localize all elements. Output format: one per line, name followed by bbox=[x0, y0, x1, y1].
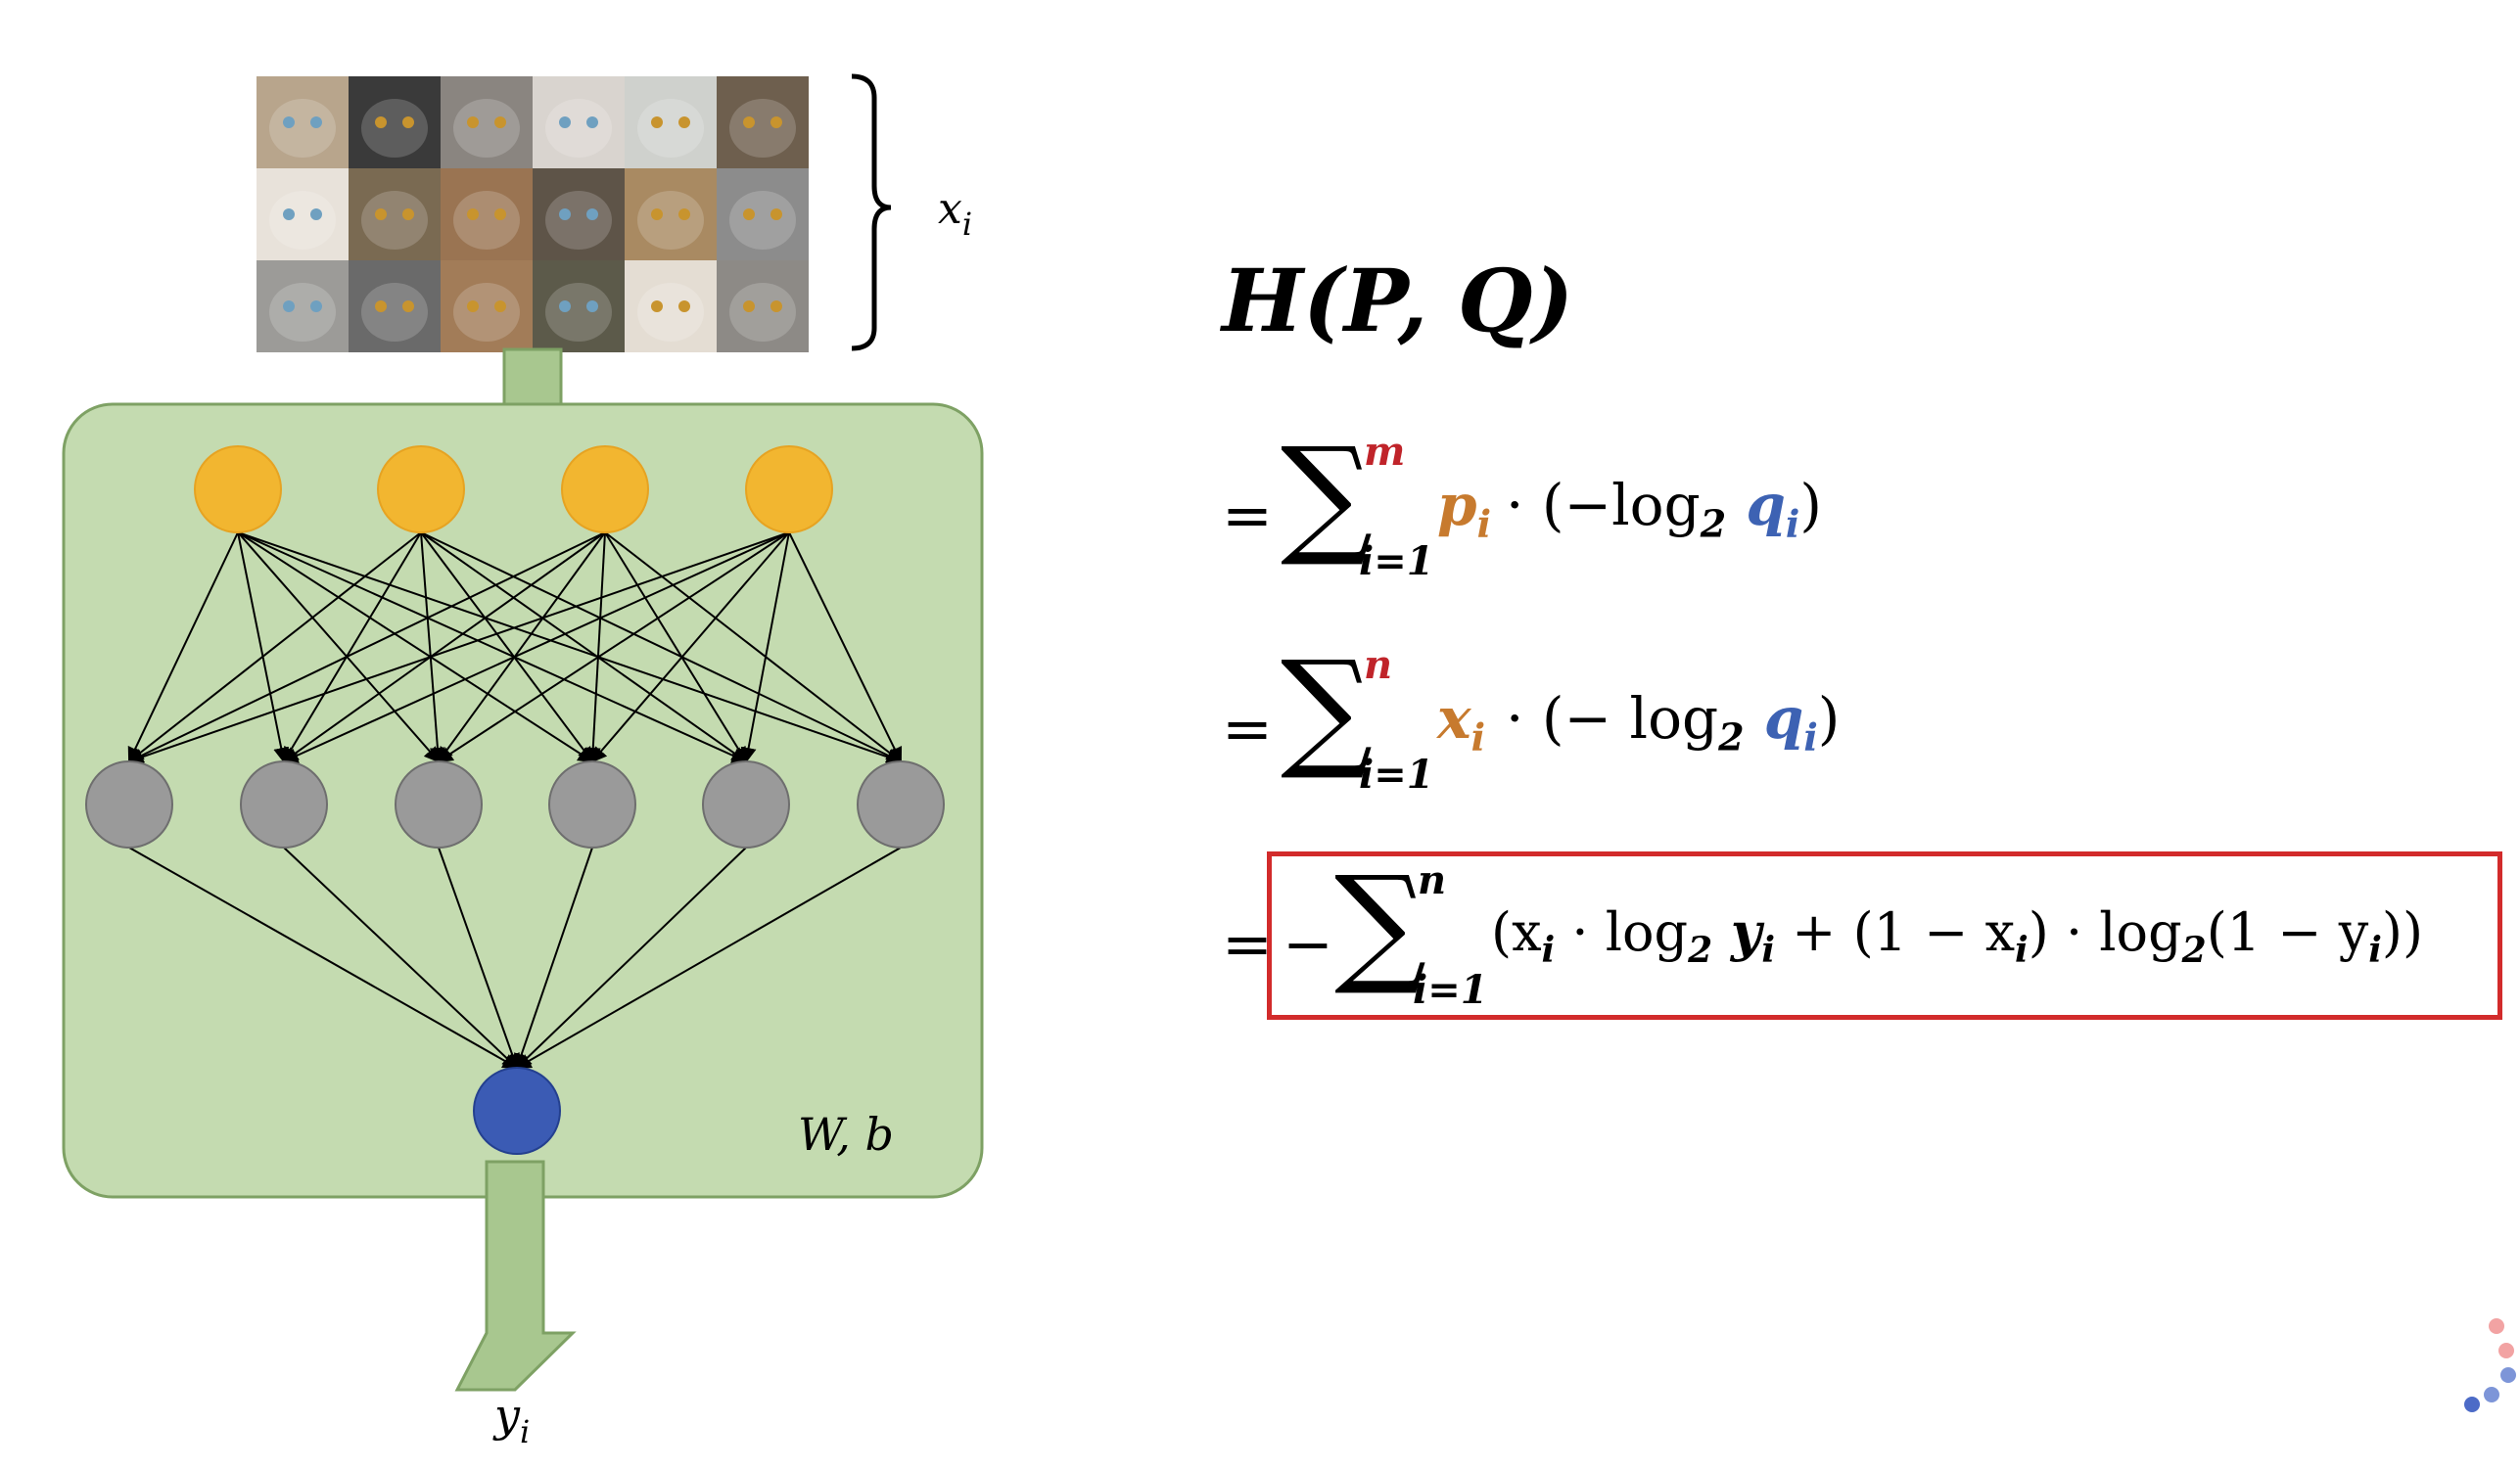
output-layer-node-1 bbox=[473, 1067, 561, 1155]
watermark: bilibili bbox=[20, 20, 275, 100]
cat-image-grid bbox=[257, 76, 809, 352]
cat-photo-tile bbox=[625, 260, 717, 352]
cat-photo-tile bbox=[533, 76, 625, 168]
hidden-layer-node-2 bbox=[240, 760, 328, 849]
highlighted-formula-box bbox=[1267, 851, 2502, 1020]
network-edge bbox=[740, 531, 790, 763]
network-edge bbox=[237, 531, 594, 763]
cat-photo-tile bbox=[257, 76, 349, 168]
network-edge bbox=[513, 847, 593, 1070]
cat-photo-tile bbox=[625, 76, 717, 168]
network-edge bbox=[515, 847, 902, 1069]
hidden-layer-node-3 bbox=[395, 760, 483, 849]
network-edge bbox=[420, 531, 594, 763]
cat-photo-tile bbox=[441, 168, 533, 260]
cat-photo-tile bbox=[717, 260, 809, 352]
input-layer-node-1 bbox=[194, 445, 282, 533]
network-edge bbox=[237, 531, 441, 763]
cat-photo-tile bbox=[257, 168, 349, 260]
network-edge bbox=[127, 531, 606, 763]
output-arrow bbox=[454, 1160, 577, 1392]
cat-photo-tile bbox=[533, 260, 625, 352]
output-label: yi bbox=[492, 1389, 530, 1450]
input-layer-node-2 bbox=[377, 445, 465, 533]
input-brace bbox=[851, 73, 892, 351]
hidden-layer-node-4 bbox=[548, 760, 636, 849]
network-edge bbox=[420, 531, 748, 763]
network-edge bbox=[127, 531, 422, 763]
network-edge bbox=[127, 531, 790, 764]
network-edge bbox=[127, 531, 239, 763]
network-edge bbox=[437, 531, 606, 763]
network-edge bbox=[788, 531, 903, 763]
network-edge bbox=[438, 847, 520, 1070]
network-edge bbox=[590, 531, 790, 763]
network-edge bbox=[283, 847, 519, 1070]
cat-photo-tile bbox=[625, 168, 717, 260]
network-edge bbox=[128, 847, 519, 1069]
neural-network-diagram: xi W, b yi bbox=[62, 73, 984, 1450]
network-edge bbox=[420, 531, 903, 763]
cat-photo-tile bbox=[441, 76, 533, 168]
network-edge bbox=[282, 531, 606, 763]
cat-photo-tile bbox=[441, 260, 533, 352]
input-layer-node-3 bbox=[561, 445, 649, 533]
network-edge bbox=[437, 531, 790, 763]
formula-title: H(P, Q) bbox=[1222, 250, 1574, 351]
cat-photo-tile bbox=[533, 168, 625, 260]
hidden-layer-node-6 bbox=[857, 760, 945, 849]
cat-photo-tile bbox=[717, 76, 809, 168]
player-logo-icon bbox=[2464, 1318, 2516, 1412]
network-edge bbox=[584, 531, 606, 763]
input-layer-node-4 bbox=[745, 445, 833, 533]
hidden-layer-node-1 bbox=[85, 760, 173, 849]
params-label: W, b bbox=[798, 1108, 894, 1161]
hidden-layer-node-5 bbox=[702, 760, 790, 849]
cat-photo-tile bbox=[717, 168, 809, 260]
network-edge bbox=[420, 531, 445, 763]
cat-photo-tile bbox=[257, 260, 349, 352]
cat-photo-tile bbox=[349, 168, 441, 260]
network-edge bbox=[604, 531, 903, 763]
network-edge bbox=[237, 531, 290, 763]
network-edge bbox=[604, 531, 748, 763]
cat-photo-tile bbox=[349, 76, 441, 168]
network-edge bbox=[282, 531, 790, 763]
network-edge bbox=[237, 531, 748, 763]
network-edge bbox=[282, 531, 422, 763]
cat-photo-tile bbox=[349, 260, 441, 352]
network-edge bbox=[237, 531, 903, 764]
network-edge bbox=[515, 847, 747, 1070]
input-label: xi bbox=[938, 184, 972, 243]
